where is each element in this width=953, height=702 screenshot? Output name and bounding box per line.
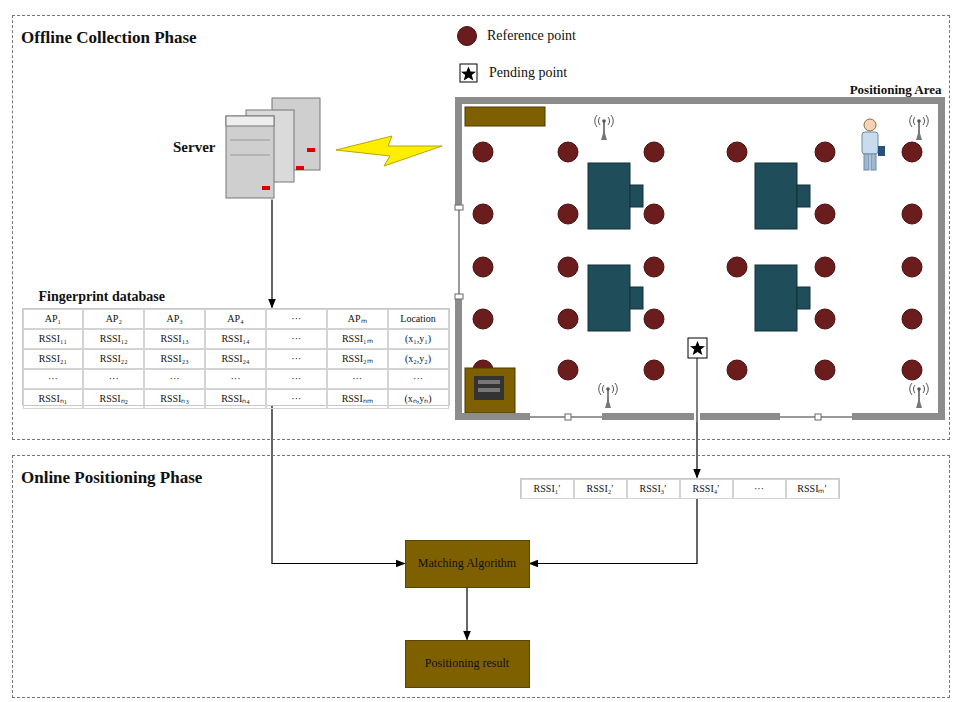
table-cell: RSSI₁₁	[23, 329, 84, 349]
table-cell: AP₃	[144, 309, 205, 329]
box-label: Matching Algorithm	[418, 556, 516, 571]
table-cell: ···	[266, 349, 327, 369]
person-figure	[862, 119, 885, 170]
table-cell: ···	[23, 369, 84, 389]
table-cell: (xₙ,yₙ)	[388, 389, 449, 409]
server-node: Server	[222, 85, 332, 200]
phase-heading: Offline Collection Phase	[21, 28, 197, 48]
server-icon	[226, 98, 320, 198]
table-cell: RSSIₙ₂	[83, 389, 144, 409]
table-cell: RSSI₂′	[574, 479, 627, 499]
reference-points	[473, 142, 922, 380]
table-cell: ···	[205, 369, 266, 389]
node-label: Server	[173, 139, 215, 156]
table-cell: ···	[388, 369, 449, 389]
connector-arrow	[696, 420, 697, 478]
connector-arrow	[466, 588, 467, 640]
table-cell: RSSI₁₄	[205, 329, 266, 349]
legend-entry: Reference point	[457, 26, 576, 46]
table-cell: RSSI₂₁	[23, 349, 84, 369]
phase-region: RSSI₁′RSSI₂′RSSI₃′RSSI₄′···RSSIₘ′ Matchin…	[12, 455, 950, 698]
table-heading: Fingerprint database	[39, 289, 165, 305]
table-cell: ···	[266, 389, 327, 409]
legend-symbol	[459, 63, 479, 83]
connector-arrow	[272, 406, 405, 564]
table-cell: RSSI₄′	[680, 479, 733, 499]
node-label: Positioning Area	[850, 82, 942, 98]
phase-heading: Online Positioning Phase	[21, 468, 202, 488]
table-cell: ···	[144, 369, 205, 389]
table-cell: AP₂	[83, 309, 144, 329]
table-cell: RSSI₁′	[521, 479, 574, 499]
legend-entry: Pending point	[459, 63, 567, 83]
table-cell: ···	[266, 329, 327, 349]
table-cell: ···	[266, 309, 327, 329]
access-points	[595, 115, 929, 408]
connector-arrow	[271, 200, 272, 308]
table-cell: ···	[733, 479, 786, 499]
table-cell: RSSI₂₂	[83, 349, 144, 369]
wireless-link	[336, 136, 442, 166]
positioning-area: Positioning Area	[455, 97, 945, 420]
pending-point	[688, 338, 707, 420]
table-cell: ···	[83, 369, 144, 389]
legend-swatch	[457, 26, 477, 46]
table-cell: (x₂,y₂)	[388, 349, 449, 369]
process-box: Matching Algorithm	[405, 540, 530, 588]
table-cell: RSSI₁₃	[144, 329, 205, 349]
legend-label: Pending point	[489, 65, 567, 81]
table-cell: RSSIₘ′	[786, 479, 839, 499]
table-cell: RSSIₙ₄	[205, 389, 266, 409]
box-label: Positioning result	[425, 656, 509, 671]
table-cell: Location	[388, 309, 449, 329]
phase-region: ServerPositioning AreaFingerprint databa…	[12, 15, 950, 440]
table-cell: AP₁	[23, 309, 84, 329]
table-cell: RSSI₂₃	[144, 349, 205, 369]
furniture	[465, 107, 810, 413]
process-box: Positioning result	[405, 640, 530, 688]
rssi-vector: RSSI₁′RSSI₂′RSSI₃′RSSI₄′···RSSIₘ′	[520, 478, 840, 499]
table-cell: ···	[266, 369, 327, 389]
table-cell: RSSIₙ₁	[23, 389, 84, 409]
table-cell: APₘ	[327, 309, 388, 329]
table-cell: RSSI₃′	[627, 479, 680, 499]
table-cell: RSSI₂₄	[205, 349, 266, 369]
table-cell: (x₁,y₁)	[388, 329, 449, 349]
table-cell: RSSIₙ₃	[144, 389, 205, 409]
fingerprint-table: Fingerprint databaseAP₁AP₂AP₃AP₄···APₘLo…	[22, 308, 450, 406]
table-cell: RSSI₂ₘ	[327, 349, 388, 369]
table-cell: RSSIₙₘ	[327, 389, 388, 409]
table-cell: RSSI₁ₘ	[327, 329, 388, 349]
table-cell: ···	[327, 369, 388, 389]
connector-arrow	[530, 499, 698, 564]
table-cell: RSSI₁₂	[83, 329, 144, 349]
legend-label: Reference point	[487, 28, 576, 44]
table-cell: AP₄	[205, 309, 266, 329]
